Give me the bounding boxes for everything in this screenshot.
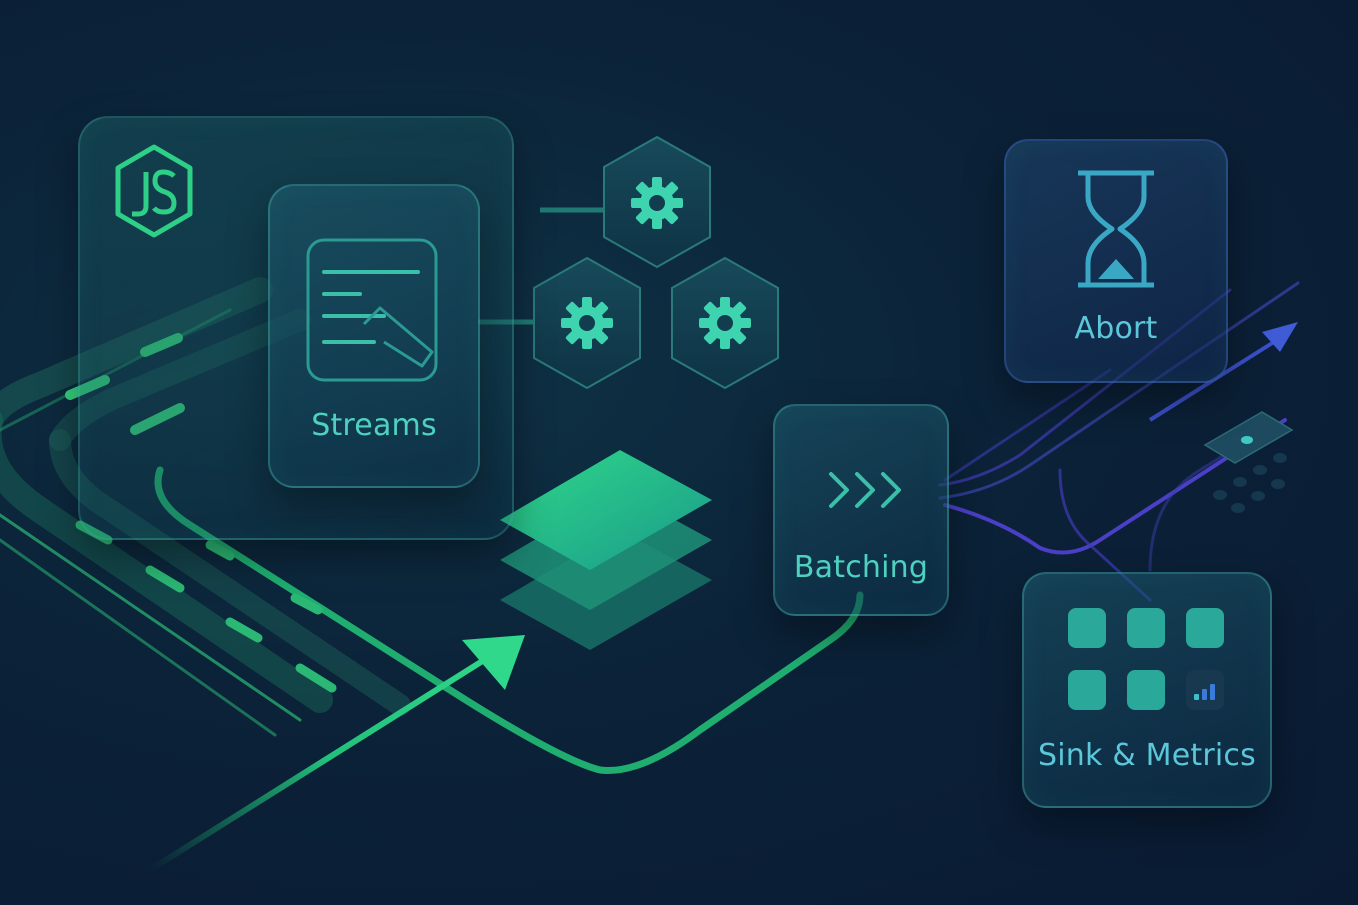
- bar-chart-icon: [1186, 670, 1224, 710]
- nodejs-icon: [115, 144, 193, 238]
- batching-label: Batching: [793, 550, 929, 585]
- abort-card[interactable]: Abort: [1004, 139, 1228, 383]
- grid-cell: [1186, 608, 1224, 648]
- sink-metrics-label: Sink & Metrics: [1038, 738, 1256, 773]
- streams-card[interactable]: Streams: [268, 184, 480, 488]
- chip-icon: [1203, 411, 1294, 513]
- grid-cell: [1068, 670, 1106, 710]
- hourglass-icon: [1078, 170, 1154, 288]
- gear-icon: [699, 297, 751, 349]
- layers-icon: [500, 450, 712, 650]
- chevrons-icon: [829, 472, 901, 508]
- abort-label: Abort: [1074, 311, 1158, 346]
- grid-cell: [1127, 670, 1165, 710]
- document-icon: [306, 238, 438, 382]
- sink-metrics-card[interactable]: Sink & Metrics: [1022, 572, 1272, 808]
- gear-icon: [561, 297, 613, 349]
- gear-icon: [631, 177, 683, 229]
- abort-lines: [938, 281, 1300, 602]
- stream-lanes: [0, 277, 864, 774]
- grid-cell: [1127, 608, 1165, 648]
- batching-card[interactable]: Batching: [773, 404, 949, 616]
- connectors: [478, 207, 605, 325]
- grid-cell: [1068, 608, 1106, 648]
- grid-icon: [1068, 608, 1226, 712]
- flow-arrow: [148, 635, 525, 873]
- streams-label: Streams: [311, 408, 437, 443]
